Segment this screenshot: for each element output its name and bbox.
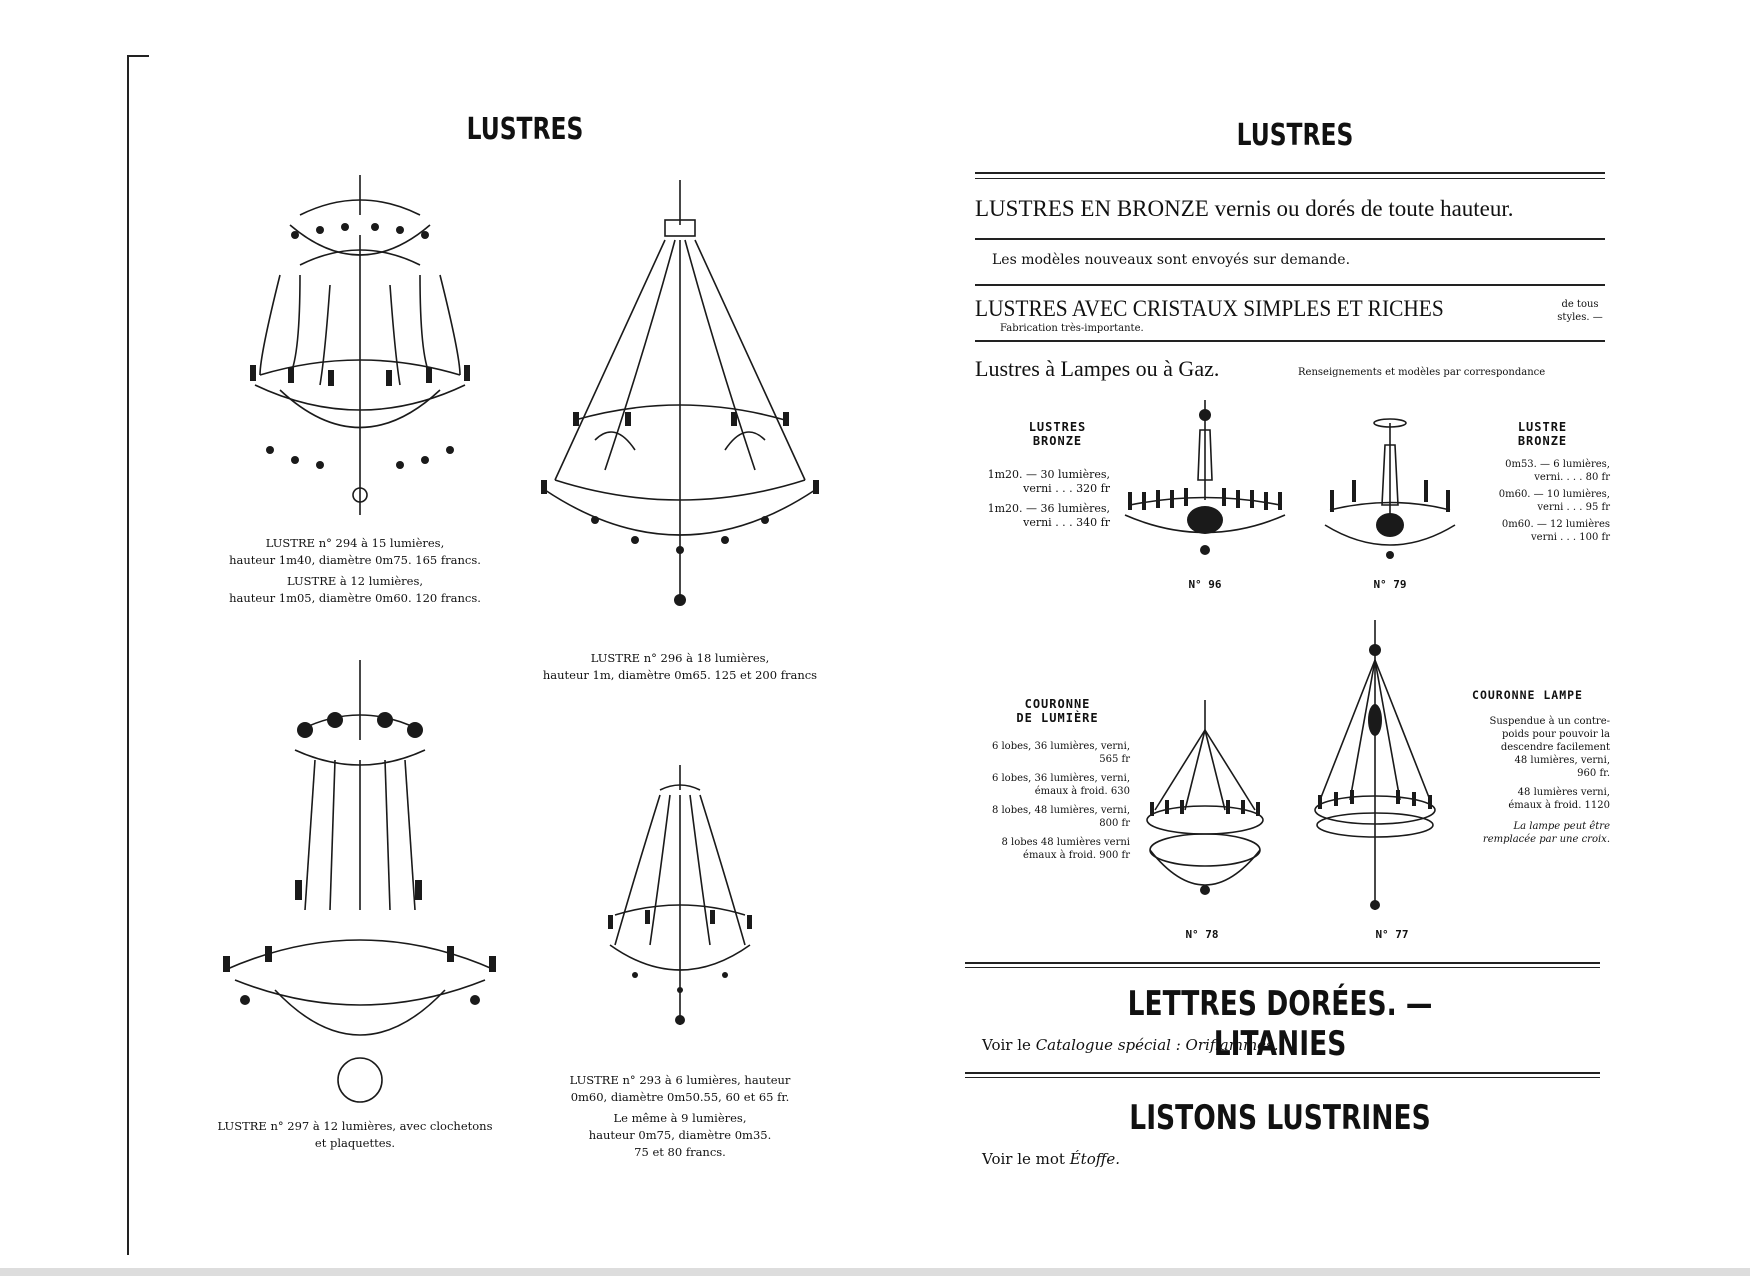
right-page-title: LUSTRES (1236, 118, 1354, 153)
couronne-lumiere-p3a: 8 lobes, 48 lumières, verni, (991, 805, 1130, 816)
listons-note: Voir le mot Étoffe. (982, 1150, 1382, 1168)
chandelier-296-illustration (541, 180, 819, 606)
lustre-293-line3: Le même à 9 lumières, (613, 1111, 747, 1125)
lustre-296-line1: LUSTRE n° 296 à 18 lumières, (590, 651, 770, 665)
couronne-lumiere-p4a: 8 lobes 48 lumières verni (1001, 837, 1130, 848)
bronze-left-p2a: 1m20. — 36 lumières, (987, 502, 1110, 515)
chandelier-293-illustration (608, 765, 752, 1025)
bronze-right-prices: 0m53. — 6 lumières, verni. . . . 80 fr 0… (1468, 458, 1610, 544)
lustre-294-line1: LUSTRE n° 294 à 15 lumières, (265, 536, 445, 550)
rule-3 (975, 284, 1605, 286)
couronne-lampe-d3: descendre facilement (1500, 742, 1610, 753)
lustre-297-line1: LUSTRE n° 297 à 12 lumières, avec cloche… (217, 1119, 493, 1133)
rule-6b (965, 1077, 1600, 1078)
listons-note-prefix: Voir le mot (982, 1150, 1065, 1168)
bronze-left-label2: BRONZE (1032, 434, 1083, 448)
lustre-293-line2: 0m60, diamètre 0m50.55, 60 et 65 fr. (570, 1090, 790, 1104)
couronne-lumiere-prices: 6 lobes, 36 lumières, verni, 565 fr 6 lo… (965, 740, 1130, 862)
lustre-294-caption: LUSTRE n° 294 à 15 lumières, hauteur 1m4… (200, 535, 510, 607)
couronne-lampe-desc: Suspendue à un contre- poids pour pouvoi… (1445, 715, 1610, 846)
bronze-right-p3b: verni . . . 100 fr (1531, 532, 1610, 543)
chandelier-77-illustration (1314, 620, 1436, 910)
couronne-lumiere-p1b: 565 fr (1099, 754, 1130, 765)
lustre-293-line1: LUSTRE n° 293 à 6 lumières, hauteur (569, 1073, 791, 1087)
chandelier-96-illustration (1124, 400, 1286, 555)
cristaux-heading: LUSTRES AVEC CRISTAUX SIMPLES ET RICHES (975, 296, 1444, 321)
lustre-297-line2: et plaquettes. (314, 1136, 396, 1150)
lustre-294-line2: hauteur 1m40, diamètre 0m75. 165 francs. (229, 553, 481, 567)
couronne-lampe-d4: 48 lumières, verni, (1514, 755, 1611, 766)
couronne-lampe-d9: remplacée par une croix. (1482, 834, 1610, 845)
couronne-lampe-d8: La lampe peut être (1513, 821, 1610, 832)
listons-note-italic: Étoffe. (1069, 1150, 1121, 1168)
page-edge-left (127, 55, 129, 1255)
lettres-note-prefix: Voir le (982, 1036, 1031, 1054)
couronne-lampe-d5: 960 fr. (1577, 768, 1610, 779)
bronze-left-label1: LUSTRES (1028, 420, 1087, 434)
bronze-left-label: LUSTRES BRONZE (975, 420, 1140, 448)
chandelier-78-illustration (1146, 700, 1264, 895)
rule-6 (965, 1072, 1600, 1074)
chandelier-294-illustration (250, 175, 470, 515)
lustre-293-caption: LUSTRE n° 293 à 6 lumières, hauteur 0m60… (525, 1072, 835, 1161)
bronze-right-p1a: 0m53. — 6 lumières, (1505, 459, 1610, 470)
couronne-lampe-d1: Suspendue à un contre- (1489, 716, 1610, 727)
bronze-right-label2: BRONZE (1517, 434, 1568, 448)
couronne-lampe-d7: émaux à froid. 1120 (1508, 800, 1610, 811)
lettres-heading: LETTRES DORÉES. — LITANIES (1127, 984, 1433, 1064)
bronze-right-p2a: 0m60. — 10 lumières, (1498, 489, 1610, 500)
bronze-right-p2b: verni . . . 95 fr (1537, 502, 1610, 513)
rule-1 (975, 172, 1605, 174)
cristaux-note: Fabrication très-importante. (1000, 323, 1144, 334)
couronne-lumiere-label: COURONNE DE LUMIÈRE (975, 697, 1140, 725)
number-77: N° 77 (1375, 928, 1409, 941)
page-edge-top (127, 55, 149, 57)
bronze-heading: LUSTRES EN BRONZE vernis ou dorés de tou… (975, 196, 1514, 221)
lustre-296-caption: LUSTRE n° 296 à 18 lumières, hauteur 1m,… (515, 650, 845, 684)
couronne-lumiere-p2a: 6 lobes, 36 lumières, verni, (991, 773, 1130, 784)
number-79: N° 79 (1373, 578, 1407, 591)
lustre-12-line1: LUSTRE à 12 lumières, (286, 574, 424, 588)
bronze-note: Les modèles nouveaux sont envoyés sur de… (992, 252, 1351, 268)
couronne-lumiere-label2: DE LUMIÈRE (1016, 711, 1099, 725)
bronze-right-label1: LUSTRE (1517, 420, 1568, 434)
scan-bottom-strip (0, 1268, 1750, 1276)
bronze-right-p1b: verni. . . . 80 fr (1534, 472, 1610, 483)
number-96: N° 96 (1188, 578, 1222, 591)
rule-4 (975, 340, 1605, 342)
lustre-12-line2: hauteur 1m05, diamètre 0m60. 120 francs. (229, 591, 481, 605)
lustre-297-caption: LUSTRE n° 297 à 12 lumières, avec cloche… (185, 1118, 525, 1152)
bronze-left-prices: 1m20. — 30 lumières, verni . . . 320 fr … (975, 468, 1110, 530)
rule-5 (965, 962, 1600, 964)
couronne-lampe-label: COURONNE LAMPE (1472, 688, 1583, 702)
cristaux-side: de tous styles. — (1557, 299, 1603, 323)
number-78: N° 78 (1185, 928, 1219, 941)
lettres-note-italic: Catalogue spécial : Oriflammes. (1035, 1036, 1279, 1054)
bronze-left-p1b: verni . . . 320 fr (1023, 482, 1110, 495)
couronne-lumiere-p3b: 800 fr (1099, 818, 1130, 829)
lampes-note: Renseignements et modèles par correspond… (1298, 367, 1546, 378)
lustre-293-line4: hauteur 0m75, diamètre 0m35. (588, 1128, 772, 1142)
left-page-title: LUSTRES (466, 112, 584, 147)
couronne-lampe-d6: 48 lumières verni, (1517, 787, 1610, 798)
couronne-lumiere-p4b: émaux à froid. 900 fr (1023, 850, 1130, 861)
bronze-left-p2b: verni . . . 340 fr (1023, 516, 1110, 529)
couronne-lampe-d2: poids pour pouvoir la (1501, 729, 1610, 740)
lustre-296-line2: hauteur 1m, diamètre 0m65. 125 et 200 fr… (542, 668, 818, 682)
listons-heading: LISTONS LUSTRINES (1129, 1098, 1431, 1138)
lettres-note: Voir le Catalogue spécial : Oriflammes. (982, 1036, 1582, 1054)
bronze-right-p3a: 0m60. — 12 lumières (1501, 519, 1610, 530)
couronne-lumiere-label1: COURONNE (1024, 697, 1091, 711)
lampes-heading: Lustres à Lampes ou à Gaz. (975, 356, 1220, 381)
rule-5b (965, 967, 1600, 968)
couronne-lumiere-p1a: 6 lobes, 36 lumières, verni, (991, 741, 1130, 752)
couronne-lumiere-p2b: émaux à froid. 630 (1034, 786, 1130, 797)
rule-2 (975, 238, 1605, 240)
lustre-293-line5: 75 et 80 francs. (634, 1145, 726, 1159)
bronze-left-p1a: 1m20. — 30 lumières, (987, 468, 1110, 481)
rule-1b (975, 178, 1605, 179)
bronze-right-label: LUSTRE BRONZE (1480, 420, 1605, 448)
chandelier-297-illustration (223, 660, 496, 1103)
chandelier-79-illustration (1324, 418, 1456, 559)
